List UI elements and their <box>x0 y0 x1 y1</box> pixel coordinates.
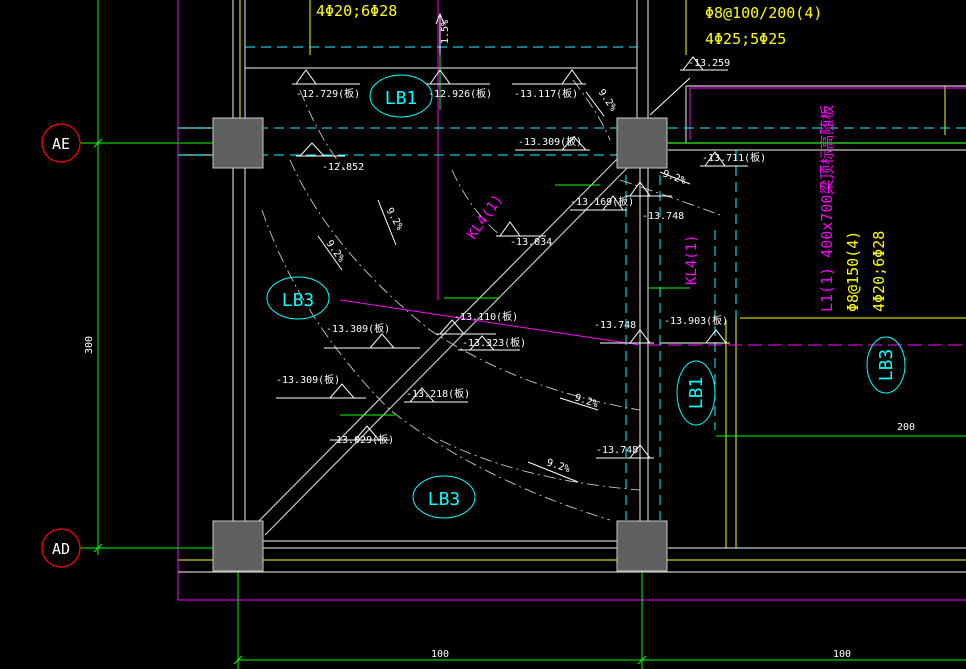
beam-tag-label[interactable]: KL4(1) <box>464 192 506 243</box>
rebar-note-top-left[interactable]: 4Φ20;6Φ28 <box>316 2 397 20</box>
beam-l1-stirrup[interactable]: Φ8@150(4) <box>844 231 862 312</box>
elevation-label[interactable]: -13.309(板) <box>518 135 582 148</box>
elevation-label[interactable]: -12.729(板) <box>296 87 360 100</box>
elevation-label[interactable]: -13.309(板) <box>276 373 340 386</box>
beam-l1-rebar[interactable]: 4Φ20;6Φ28 <box>870 231 888 312</box>
slope-label[interactable]: 9.2% <box>383 206 405 232</box>
columns <box>212 117 668 572</box>
grid-axis-label: AE <box>52 135 70 153</box>
slope-label[interactable]: 9.2% <box>545 457 571 475</box>
slab-tags <box>266 74 906 519</box>
dimension-left-vertical: 300 <box>84 336 95 354</box>
elevation-label[interactable]: -13.110(板) <box>454 310 518 323</box>
slab-tag-label[interactable]: LB3 <box>876 349 897 382</box>
slab-tag-label[interactable]: LB1 <box>686 377 707 410</box>
elevation-label[interactable]: -13.323(板) <box>462 336 526 349</box>
grid-axis-bubble-ae[interactable]: AE <box>41 123 81 163</box>
beam-l1-spec[interactable]: L1(1) 400x700梁顶标高随板 <box>818 105 836 312</box>
elevation-label[interactable]: -13.169(板) <box>570 195 634 208</box>
elevation-label[interactable]: -13.259 <box>688 58 730 69</box>
slab-tag-label[interactable]: LB1 <box>385 88 418 109</box>
elevation-label[interactable]: -13.748 <box>642 211 684 222</box>
elevation-label[interactable]: -13.309(板) <box>326 322 390 335</box>
elevation-label[interactable]: -12.852 <box>322 162 364 173</box>
elevation-label[interactable]: -13.218(板) <box>406 387 470 400</box>
rebar-note-top-right-1[interactable]: Φ8@100/200(4) <box>705 4 822 22</box>
column[interactable] <box>616 520 668 572</box>
elevation-label[interactable]: -13.711(板) <box>702 151 766 164</box>
rebar-note-top-right-2[interactable]: 4Φ25;5Φ25 <box>705 30 786 48</box>
dimension-bottom-right: 100 <box>833 649 851 660</box>
grid-axis-bubble-ad[interactable]: AD <box>41 528 81 568</box>
elevation-label[interactable]: -13.748 <box>596 445 638 456</box>
slab-tag-label[interactable]: LB3 <box>282 290 315 311</box>
elevation-label[interactable]: -13.029(板) <box>330 433 394 446</box>
column[interactable] <box>212 520 264 572</box>
elevation-labels: -12.729(板) -12.926(板) -13.117(板) -13.259… <box>276 58 766 456</box>
slope-label[interactable]: 9.2% <box>661 168 687 187</box>
slope-label[interactable]: 9.2% <box>573 392 599 410</box>
slope-arrows <box>317 12 691 483</box>
slope-label[interactable]: 1.5% <box>440 20 451 44</box>
elevation-label[interactable]: -13.117(板) <box>514 87 578 100</box>
elevation-label[interactable]: -13.034 <box>510 237 552 248</box>
slope-labels: 1.5% 9.2% 9.2% 9.2% 9.2% 9.2% 9.2% <box>324 20 688 475</box>
beam-tag-label[interactable]: KL4(1) <box>684 234 700 285</box>
dimension-right-mid: 200 <box>897 422 915 433</box>
dimension-lines <box>80 0 966 669</box>
column[interactable] <box>616 117 668 169</box>
column[interactable] <box>212 117 264 169</box>
elevation-label[interactable]: -12.926(板) <box>428 87 492 100</box>
slab-tag-label[interactable]: LB3 <box>428 489 461 510</box>
structure-lines <box>177 0 966 601</box>
elevation-label[interactable]: -13.903(板) <box>664 314 728 327</box>
grid-axis-label: AD <box>52 540 70 558</box>
dimension-bottom-left: 100 <box>431 649 449 660</box>
elevation-symbols <box>276 56 748 459</box>
elevation-label[interactable]: -13.748 <box>594 320 636 331</box>
slope-label[interactable]: 9.2% <box>324 238 347 264</box>
